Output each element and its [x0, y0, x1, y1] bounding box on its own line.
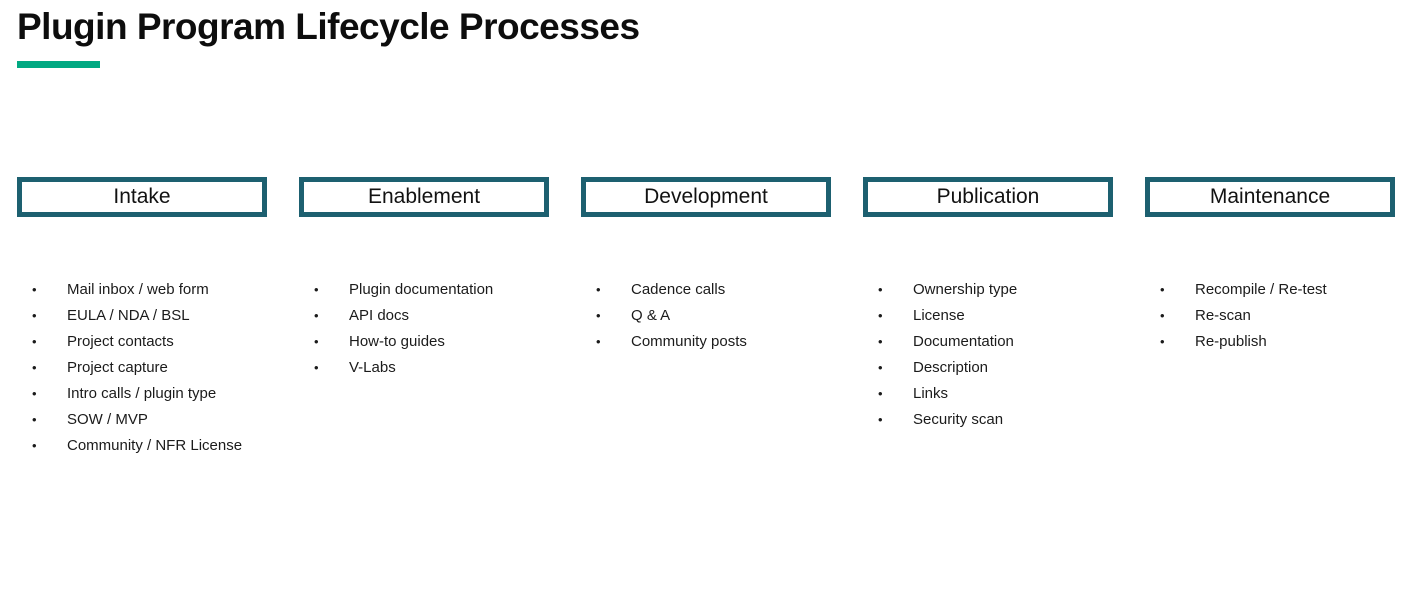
stage-item-label: Project capture: [67, 358, 168, 376]
stage-item: • V-Labs: [299, 354, 549, 380]
stage-item-label: Q & A: [631, 306, 671, 324]
stage-item: • Q & A: [581, 302, 831, 328]
bullet-icon: •: [32, 281, 37, 297]
bullet-icon: •: [878, 411, 883, 427]
stage-item-label: Description: [913, 358, 989, 376]
stage-item-label: Links: [913, 384, 949, 402]
bullet-icon: •: [596, 333, 601, 349]
stage-item-label: Plugin documentation: [349, 280, 494, 298]
bullet-icon: •: [314, 359, 319, 375]
bullet-icon: •: [314, 307, 319, 323]
stage-item-label: Re-scan: [1195, 306, 1251, 324]
stage-item-label: License: [913, 306, 965, 324]
stage-item-label: Project contacts: [67, 332, 174, 350]
stage-item-label: Security scan: [913, 410, 1004, 428]
stage-item-label: Intro calls / plugin type: [67, 384, 217, 402]
stage-item: • Ownership type: [863, 276, 1113, 302]
stage-item: • Community / NFR License: [17, 432, 267, 458]
stage-header-development: Development: [581, 177, 831, 217]
stage-item: • Project contacts: [17, 328, 267, 354]
stage-column-enablement: Enablement • Plugin documentation • API docs…: [299, 177, 549, 458]
stage-item: • Description: [863, 354, 1113, 380]
stage-header-label: Maintenance: [1209, 185, 1331, 208]
stage-header-label: Enablement: [367, 185, 481, 208]
bullet-icon: •: [878, 359, 883, 375]
stage-item: • Intro calls / plugin type: [17, 380, 267, 406]
stage-item-label: Documentation: [913, 332, 1014, 350]
bullet-icon: •: [1160, 307, 1165, 323]
stage-item: • Recompile / Re-test: [1145, 276, 1395, 302]
bullet-icon: •: [596, 307, 601, 323]
stage-item-label: Ownership type: [913, 280, 1018, 298]
stage-item: • How-to guides: [299, 328, 549, 354]
page-title: Plugin Program Lifecycle Processes: [17, 6, 640, 47]
bullet-icon: •: [314, 281, 319, 297]
stage-item-label: Re-publish: [1195, 332, 1267, 350]
stage-header-label: Intake: [113, 185, 171, 208]
stage-header-maintenance: Maintenance: [1145, 177, 1395, 217]
stage-item: • License: [863, 302, 1113, 328]
stage-item: • API docs: [299, 302, 549, 328]
bullet-icon: •: [878, 385, 883, 401]
stage-item-label: Mail inbox / web form: [67, 280, 209, 298]
stage-item: • Security scan: [863, 406, 1113, 432]
stage-item-label: EULA / NDA / BSL: [67, 306, 190, 324]
stage-item-list-intake: •Mail inbox / web form•EULA / NDA / BSL•…: [17, 276, 267, 458]
stage-item-list-maintenance: • Recompile / Re-test • Re-scan • Re-publish: [1145, 276, 1395, 354]
bullet-icon: •: [596, 281, 601, 297]
lifecycle-columns: Intake • Mail inbox / web form • EULA / NDA …: [17, 177, 1395, 458]
bullet-icon: •: [32, 385, 37, 401]
stage-item-label: Cadence calls: [631, 280, 726, 298]
stage-column-development: Development • Cadence calls • Q & A • Communit…: [581, 177, 831, 458]
stage-item: • SOW / MVP: [17, 406, 267, 432]
stage-item: • Mail inbox / web form: [17, 276, 267, 302]
bullet-icon: •: [1160, 281, 1165, 297]
stage-header-enablement: Enablement: [299, 177, 549, 217]
stage-item: • Documentation: [863, 328, 1113, 354]
stage-item: • Plugin documentation: [299, 276, 549, 302]
stage-item-label: V-Labs: [349, 358, 396, 376]
bullet-icon: •: [32, 333, 37, 349]
stage-item-label: Recompile / Re-test: [1195, 280, 1327, 298]
stage-header-label: Development: [644, 185, 768, 208]
stage-item-list-development: • Cadence calls • Q & A • Community posts: [581, 276, 831, 354]
stage-item: • Project capture: [17, 354, 267, 380]
stage-item: • Re-publish: [1145, 328, 1395, 354]
stage-header-label: Publication: [936, 185, 1040, 208]
bullet-icon: •: [878, 281, 883, 297]
stage-column-intake: Intake • Mail inbox / web form • EULA / NDA …: [17, 177, 267, 458]
bullet-icon: •: [878, 307, 883, 323]
bullet-icon: •: [32, 307, 37, 323]
stage-item-list-publication: • Ownership type • License • Documentation • De…: [863, 276, 1113, 432]
bullet-icon: •: [1160, 333, 1165, 349]
stage-column-publication: Publication • Ownership type • License • Docum…: [863, 177, 1113, 458]
bullet-icon: •: [32, 437, 37, 453]
stage-item: • Links: [863, 380, 1113, 406]
stage-header-publication: Publication: [863, 177, 1113, 217]
stage-column-maintenance: Maintenance•Recompile / Re-test•Re-scan•…: [1145, 177, 1395, 458]
stage-item: • Community posts: [581, 328, 831, 354]
stage-item-label: How-to guides: [349, 332, 445, 350]
bullet-icon: •: [878, 333, 883, 349]
stage-item-list-enablement: • Plugin documentation • API docs • How-to gu…: [299, 276, 549, 380]
bullet-icon: •: [314, 333, 319, 349]
stage-item-label: Community / NFR License: [67, 436, 243, 454]
stage-item-label: SOW / MVP: [67, 410, 148, 428]
stage-item: • EULA / NDA / BSL: [17, 302, 267, 328]
stage-item-label: Community posts: [631, 332, 747, 350]
bullet-icon: •: [32, 359, 37, 375]
stage-item: • Cadence calls: [581, 276, 831, 302]
title-accent-rule: [17, 61, 100, 68]
stage-item: • Re-scan: [1145, 302, 1395, 328]
stage-header-intake: Intake: [17, 177, 267, 217]
stage-item-label: API docs: [349, 306, 410, 324]
bullet-icon: •: [32, 411, 37, 427]
